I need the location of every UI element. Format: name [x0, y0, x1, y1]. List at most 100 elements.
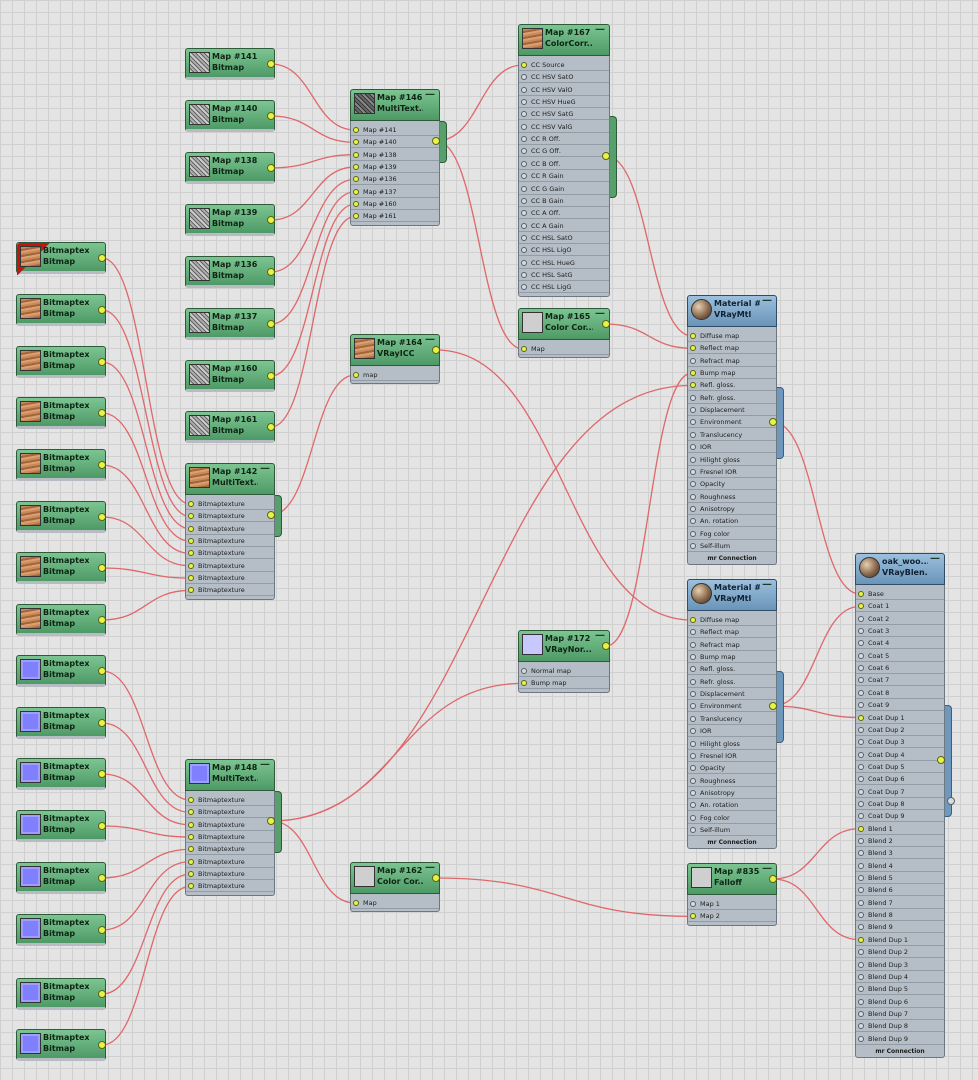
- slot-row[interactable]: Map #140: [351, 136, 439, 148]
- output-socket-icon[interactable]: [98, 616, 106, 624]
- collapse-minus-icon[interactable]: —: [762, 295, 772, 306]
- collapse-minus-icon[interactable]: —: [762, 579, 772, 590]
- slot-row[interactable]: Blend Dup 1: [856, 934, 944, 946]
- input-socket-icon[interactable]: [690, 802, 696, 808]
- input-socket-icon[interactable]: [858, 887, 864, 893]
- output-socket-icon[interactable]: [98, 874, 106, 882]
- output-socket-icon[interactable]: [267, 164, 275, 172]
- input-socket-icon[interactable]: [521, 260, 527, 266]
- slot-row[interactable]: Refr. gloss.: [688, 676, 776, 688]
- collapse-minus-icon[interactable]: —: [595, 630, 605, 641]
- input-socket-icon[interactable]: [690, 333, 696, 339]
- slot-row[interactable]: Roughness: [688, 775, 776, 787]
- slot-row[interactable]: CC HSV ValO: [519, 84, 609, 96]
- input-socket-icon[interactable]: [858, 603, 864, 609]
- slot-row[interactable]: Opacity: [688, 762, 776, 774]
- input-socket-icon[interactable]: [858, 715, 864, 721]
- input-socket-icon[interactable]: [521, 161, 527, 167]
- input-socket-icon[interactable]: [690, 703, 696, 709]
- input-socket-icon[interactable]: [353, 176, 359, 182]
- input-socket-icon[interactable]: [521, 186, 527, 192]
- slot-row[interactable]: CC G Gain: [519, 183, 609, 195]
- input-socket-icon[interactable]: [188, 797, 194, 803]
- collapse-minus-icon[interactable]: —: [425, 334, 435, 345]
- input-socket-icon[interactable]: [188, 501, 194, 507]
- input-socket-icon[interactable]: [521, 99, 527, 105]
- slot-row[interactable]: Refl. gloss.: [688, 379, 776, 391]
- slot-row[interactable]: Coat 1: [856, 600, 944, 612]
- slot-row[interactable]: Coat Dup 4: [856, 749, 944, 761]
- slot-row[interactable]: Bitmaptexture: [186, 560, 274, 572]
- slot-row[interactable]: CC HSL LigG: [519, 281, 609, 293]
- input-socket-icon[interactable]: [690, 469, 696, 475]
- slot-row[interactable]: Coat Dup 5: [856, 761, 944, 773]
- slot-row[interactable]: Displacement: [688, 404, 776, 416]
- slot-row[interactable]: Coat Dup 6: [856, 773, 944, 785]
- node-header[interactable]: Material #5VRayMtl—: [687, 579, 777, 611]
- input-socket-icon[interactable]: [690, 358, 696, 364]
- output-socket-icon[interactable]: [267, 216, 275, 224]
- output-tab[interactable]: [275, 495, 282, 537]
- input-socket-icon[interactable]: [858, 1023, 864, 1029]
- input-socket-icon[interactable]: [858, 764, 864, 770]
- slot-row[interactable]: Diffuse map: [688, 330, 776, 342]
- slot-row[interactable]: CC R Off.: [519, 133, 609, 145]
- slot-row[interactable]: CC G Off.: [519, 145, 609, 157]
- input-socket-icon[interactable]: [858, 937, 864, 943]
- input-socket-icon[interactable]: [690, 716, 696, 722]
- input-socket-icon[interactable]: [690, 395, 696, 401]
- input-socket-icon[interactable]: [521, 680, 527, 686]
- output-tab[interactable]: [610, 116, 617, 198]
- slot-row[interactable]: Blend 6: [856, 884, 944, 896]
- slot-row[interactable]: CC HSL SatO: [519, 232, 609, 244]
- input-socket-icon[interactable]: [858, 789, 864, 795]
- input-socket-icon[interactable]: [353, 201, 359, 207]
- input-socket-icon[interactable]: [690, 815, 696, 821]
- slot-row[interactable]: Environment: [688, 416, 776, 428]
- input-socket-icon[interactable]: [188, 859, 194, 865]
- slot-row[interactable]: Map #160: [351, 198, 439, 210]
- slot-row[interactable]: Blend Dup 2: [856, 946, 944, 958]
- output-socket-icon[interactable]: [267, 60, 275, 68]
- slot-row[interactable]: Map: [351, 897, 439, 909]
- input-socket-icon[interactable]: [690, 629, 696, 635]
- slot-row[interactable]: Coat Dup 1: [856, 712, 944, 724]
- input-socket-icon[interactable]: [858, 640, 864, 646]
- input-socket-icon[interactable]: [858, 1011, 864, 1017]
- output-socket-icon[interactable]: [267, 511, 275, 519]
- slot-row[interactable]: Roughness: [688, 491, 776, 503]
- slot-row[interactable]: Blend Dup 5: [856, 983, 944, 995]
- collapse-minus-icon[interactable]: —: [930, 553, 940, 564]
- slot-row[interactable]: Blend Dup 8: [856, 1020, 944, 1032]
- slot-row[interactable]: Self-illum: [688, 540, 776, 552]
- input-socket-icon[interactable]: [521, 74, 527, 80]
- output-socket-icon[interactable]: [98, 926, 106, 934]
- input-socket-icon[interactable]: [858, 850, 864, 856]
- slot-row[interactable]: CC HSV SatO: [519, 71, 609, 83]
- input-socket-icon[interactable]: [521, 124, 527, 130]
